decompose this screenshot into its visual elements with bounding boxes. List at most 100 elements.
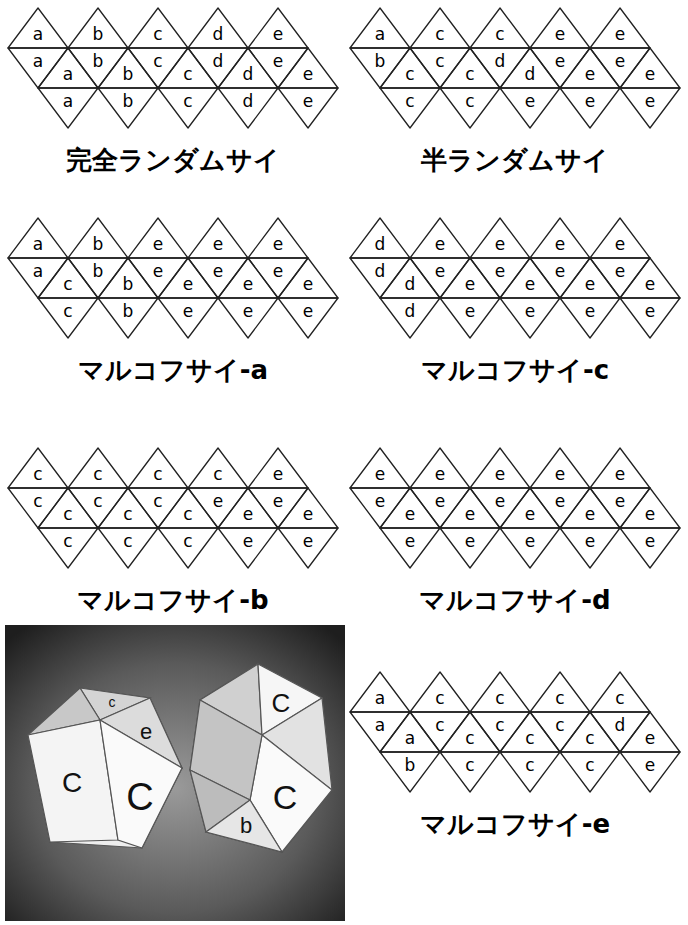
die-net: acceebcccddeeeecceee半ランダムサイ <box>350 8 680 128</box>
die-face: d <box>218 48 278 88</box>
die-face: e <box>530 258 590 298</box>
face-letter: e <box>303 506 313 523</box>
die-face: e <box>620 88 680 128</box>
photo-letter-box: c <box>109 694 116 710</box>
die-face: c <box>38 528 98 568</box>
face-letter: e <box>525 93 535 110</box>
face-letter: d <box>525 66 536 83</box>
die-face: e <box>410 258 470 298</box>
die-name-block: マルコフサイ-c <box>340 355 688 385</box>
die-face: e <box>410 448 470 488</box>
die-face: c <box>128 448 188 488</box>
die-face: c <box>410 672 470 712</box>
die-face: e <box>218 528 278 568</box>
face-letter: c <box>93 466 102 483</box>
face-letter: a <box>375 26 385 43</box>
die-face: d <box>500 48 560 88</box>
die-face: e <box>188 488 248 528</box>
face-letter: e <box>243 276 253 293</box>
die-face: e <box>470 218 530 258</box>
face-letter: c <box>435 53 444 70</box>
die-face: e <box>500 88 560 128</box>
die-name: マルコフサイ-e <box>340 809 688 839</box>
face-letter: e <box>465 303 475 320</box>
face-letter: e <box>273 493 283 510</box>
face-letter: a <box>405 730 415 747</box>
die-face: a <box>350 712 410 752</box>
face-letter: e <box>213 493 223 510</box>
face-letter: c <box>153 53 162 70</box>
face-letter: e <box>465 506 475 523</box>
die-face: e <box>620 298 680 338</box>
die-face: e <box>350 488 410 528</box>
face-letter: e <box>495 493 505 510</box>
die-face: d <box>470 48 530 88</box>
die-face: b <box>68 218 128 258</box>
die-face: e <box>590 8 650 48</box>
face-letter: c <box>495 690 504 707</box>
face-letter: c <box>525 757 534 774</box>
photo-ground <box>5 625 345 921</box>
face-letter: e <box>243 303 253 320</box>
die-face: a <box>380 712 440 752</box>
face-letter: c <box>405 66 414 83</box>
face-letter: c <box>183 533 192 550</box>
die-face: e <box>218 488 278 528</box>
die-face: e <box>560 528 620 568</box>
die-face: a <box>38 48 98 88</box>
die-face: c <box>158 88 218 128</box>
face-letter: e <box>303 93 313 110</box>
die-face: e <box>590 258 650 298</box>
die-face: e <box>158 298 218 338</box>
photo-letter-box: C <box>126 778 153 816</box>
face-letter: a <box>33 53 43 70</box>
die-face: c <box>68 488 128 528</box>
face-letter: e <box>525 533 535 550</box>
die-face: e <box>470 488 530 528</box>
face-letter: e <box>435 493 445 510</box>
die-face: c <box>410 712 470 752</box>
face-letter: d <box>615 717 626 734</box>
die-face: d <box>350 258 410 298</box>
die-face: b <box>98 88 158 128</box>
die-face: d <box>188 48 248 88</box>
die-face: e <box>560 488 620 528</box>
face-letter: e <box>153 263 163 280</box>
die-face: e <box>590 48 650 88</box>
die-face: c <box>188 448 248 488</box>
face-letter: e <box>303 533 313 550</box>
die-face: e <box>128 218 188 258</box>
die-face: c <box>8 448 68 488</box>
die-face: c <box>440 88 500 128</box>
die-face: c <box>98 488 158 528</box>
die-face: c <box>128 488 188 528</box>
face-letter: a <box>33 236 43 253</box>
face-letter: c <box>123 506 132 523</box>
face-letter: c <box>63 276 72 293</box>
face-letter: b <box>93 236 104 253</box>
face-letter: e <box>303 276 313 293</box>
die-face: e <box>440 258 500 298</box>
die-face: e <box>560 298 620 338</box>
face-letter: e <box>645 730 655 747</box>
die-face: b <box>98 298 158 338</box>
die-face: e <box>128 258 188 298</box>
face-letter: c <box>213 466 222 483</box>
die-face: e <box>440 488 500 528</box>
face-letter: c <box>93 493 102 510</box>
die-net: abeeeacbbeeeeeecbeeeマルコフサイ-a <box>8 218 338 338</box>
photo-letter-box: e <box>140 721 152 743</box>
face-letter: e <box>555 53 565 70</box>
die-face: e <box>278 88 338 128</box>
die-face: e <box>410 218 470 258</box>
photo-letter-box: C <box>272 690 291 716</box>
face-letter: a <box>375 690 385 707</box>
die-name: マルコフサイ-d <box>340 585 688 615</box>
die-face: e <box>560 48 620 88</box>
face-letter: e <box>183 303 193 320</box>
photo-letter: b <box>240 813 252 838</box>
die-face: c <box>440 752 500 792</box>
die-face: e <box>470 258 530 298</box>
face-letter: e <box>273 466 283 483</box>
